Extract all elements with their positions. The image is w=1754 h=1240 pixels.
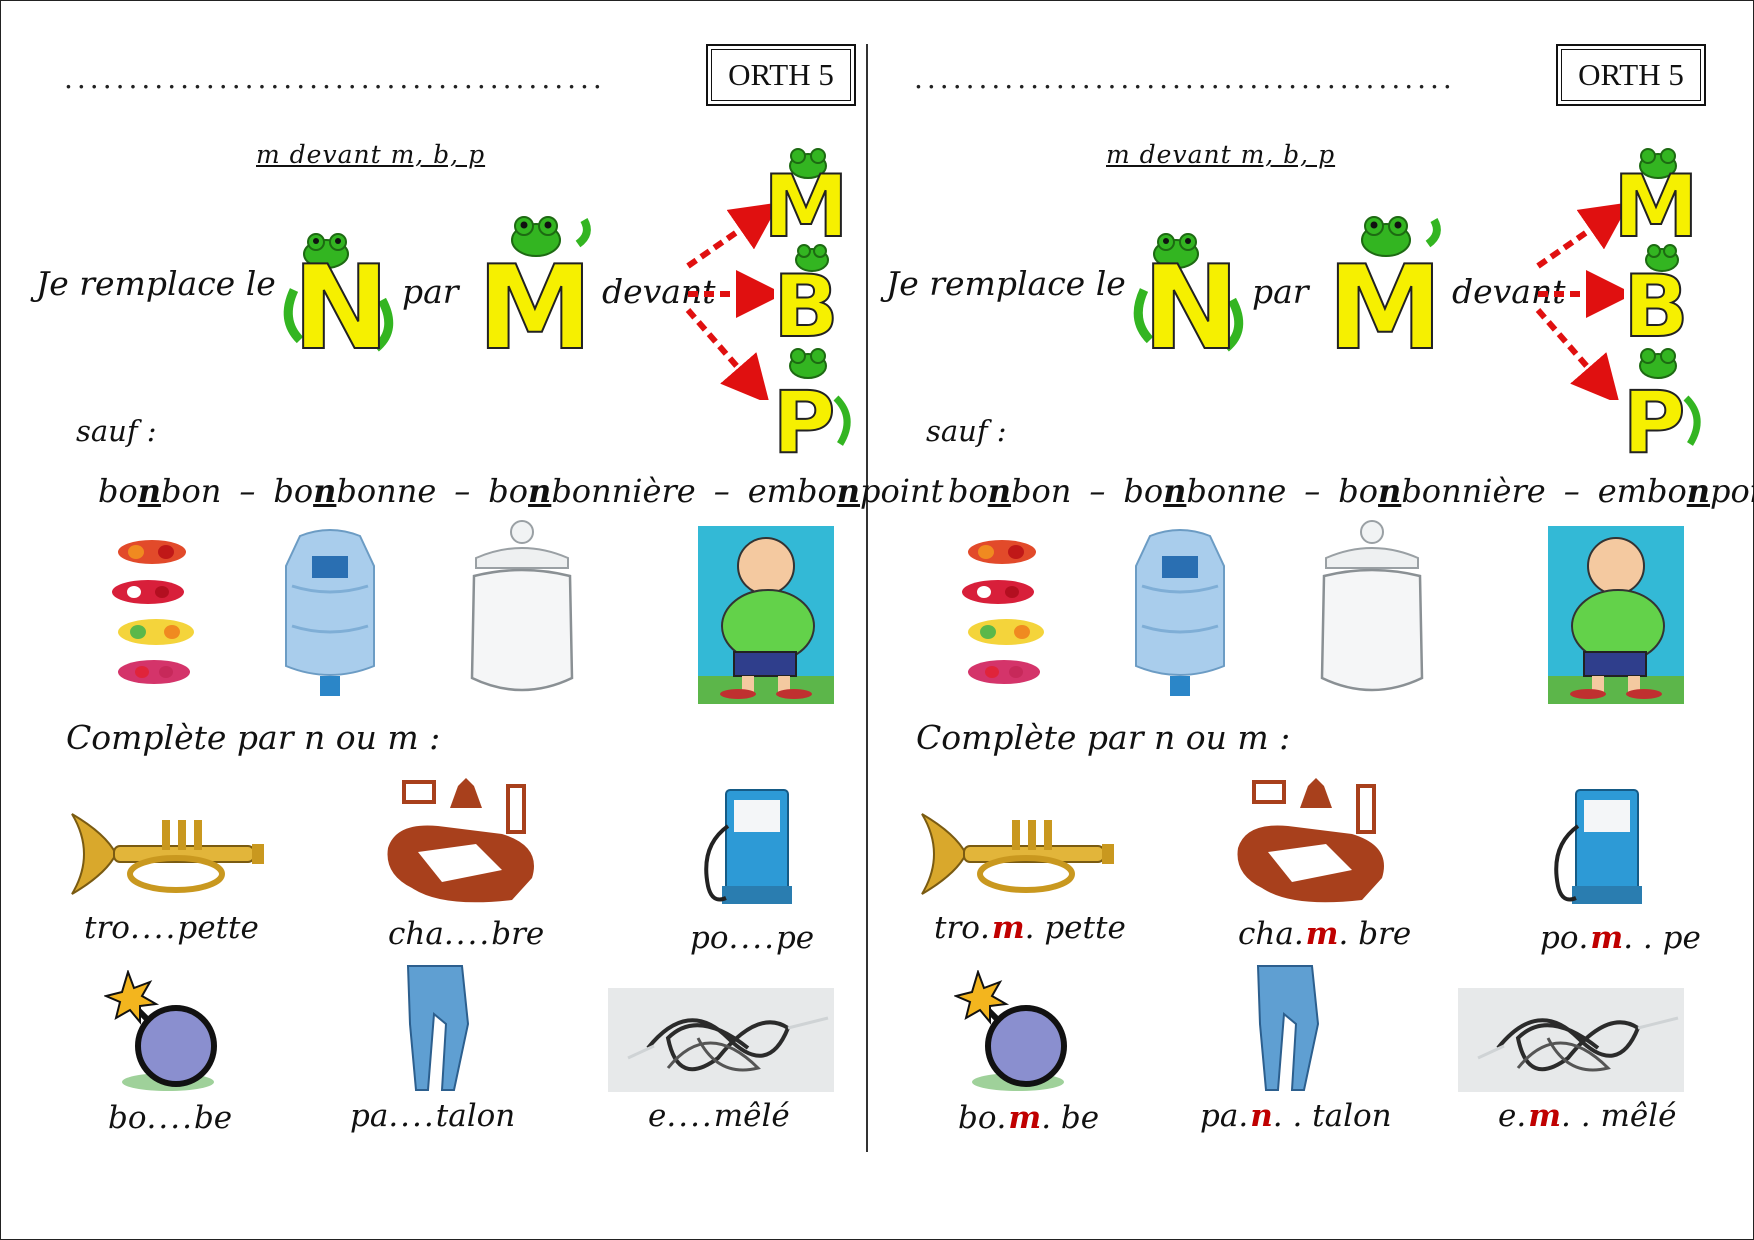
name-line: ........................................… bbox=[64, 62, 606, 95]
water-jug-picture bbox=[1135, 529, 1225, 696]
glass-jar-picture bbox=[1320, 520, 1424, 692]
frog-letter-target-m: M bbox=[762, 148, 852, 258]
word-5: pa....talon bbox=[350, 1098, 516, 1134]
sauf-label: sauf : bbox=[926, 414, 1007, 448]
frog-letter-target-p: P bbox=[1614, 348, 1704, 474]
rule-title: m devant m, b, p bbox=[256, 140, 486, 169]
separator: – bbox=[454, 472, 471, 510]
frog-letter-target-b: B bbox=[1614, 244, 1704, 358]
exception-word-4: embonpoint bbox=[1597, 472, 1754, 510]
frog-letter-n: N bbox=[1133, 230, 1246, 377]
worksheet-left: ........................................… bbox=[0, 0, 943, 1240]
svg-text:M: M bbox=[1327, 241, 1442, 376]
svg-text:P: P bbox=[1622, 373, 1685, 473]
word-3: po.m. . pe bbox=[1540, 920, 1701, 956]
svg-text:N: N bbox=[292, 241, 389, 376]
glass-jar-picture bbox=[470, 520, 574, 692]
svg-text:M: M bbox=[477, 241, 592, 376]
bomb-picture bbox=[104, 970, 217, 1091]
frog-letter-m: M bbox=[476, 214, 594, 377]
frog-letter-target-b: B bbox=[764, 244, 854, 358]
exception-word-2: bonbonne bbox=[1123, 472, 1287, 510]
word-4: bo.m. be bbox=[958, 1100, 1100, 1136]
frog-letter-target-p: P bbox=[764, 348, 854, 474]
word-2: cha....bre bbox=[388, 916, 545, 952]
frog-letter-m: M bbox=[1326, 214, 1444, 377]
separator: – bbox=[1089, 472, 1106, 510]
tangled-cables-picture bbox=[1458, 988, 1684, 1092]
orth-code: ORTH 5 bbox=[711, 49, 851, 101]
exception-word-3: bonbonnière bbox=[488, 472, 696, 510]
word-6: e.m. . mêlé bbox=[1498, 1098, 1677, 1134]
jeans-picture bbox=[1256, 965, 1320, 1091]
sentence-je-remplace: Je remplace le bbox=[886, 264, 1126, 303]
candy-picture bbox=[962, 540, 1044, 684]
gas-pump-picture bbox=[704, 789, 792, 904]
word-4: bo....be bbox=[108, 1100, 233, 1136]
chubby-man-picture bbox=[1548, 526, 1684, 704]
tangled-cables-picture bbox=[608, 988, 834, 1092]
chubby-man-picture bbox=[698, 526, 834, 704]
worksheet-right: ........................................… bbox=[850, 0, 1754, 1240]
center-divider bbox=[866, 44, 868, 1152]
svg-text:N: N bbox=[1142, 241, 1239, 376]
word-1: tro....pette bbox=[84, 910, 259, 946]
sentence-par: par bbox=[402, 272, 459, 311]
separator: – bbox=[1563, 472, 1580, 510]
orth-code-box: ORTH 5 bbox=[1556, 44, 1706, 106]
bomb-picture bbox=[954, 970, 1067, 1091]
exception-word-2: bonbonne bbox=[273, 472, 437, 510]
svg-text:P: P bbox=[772, 373, 835, 473]
trumpet-picture bbox=[71, 813, 264, 895]
svg-text:B: B bbox=[773, 257, 839, 357]
candy-picture bbox=[112, 540, 194, 684]
complete-instruction: Complète par n ou m : bbox=[66, 718, 441, 757]
frog-letter-n: N bbox=[283, 230, 396, 377]
separator: – bbox=[1304, 472, 1321, 510]
svg-text:B: B bbox=[1623, 257, 1689, 357]
sentence-je-remplace: Je remplace le bbox=[36, 264, 276, 303]
sentence-par: par bbox=[1252, 272, 1309, 311]
exception-word-1: bonbon bbox=[98, 472, 222, 510]
bedroom-picture bbox=[1237, 778, 1384, 903]
svg-text:M: M bbox=[763, 157, 849, 257]
frog-letter-target-m: M bbox=[1612, 148, 1702, 258]
red-arrows bbox=[1535, 202, 1624, 400]
exception-word-3: bonbonnière bbox=[1338, 472, 1546, 510]
bedroom-picture bbox=[387, 778, 534, 903]
separator: – bbox=[239, 472, 256, 510]
trumpet-picture bbox=[921, 813, 1114, 895]
rule-title: m devant m, b, p bbox=[1106, 140, 1336, 169]
word-6: e....mêlé bbox=[648, 1098, 790, 1134]
name-line: ........................................… bbox=[914, 62, 1456, 95]
sauf-label: sauf : bbox=[76, 414, 157, 448]
exceptions-row: bonbon–bonbonne–bonbonnière–embonpoint bbox=[948, 472, 1754, 510]
word-2: cha.m. bre bbox=[1238, 916, 1412, 952]
exception-word-1: bonbon bbox=[948, 472, 1072, 510]
svg-text:M: M bbox=[1613, 157, 1699, 257]
exceptions-row: bonbon–bonbonne–bonbonnière–embonpoint bbox=[98, 472, 943, 510]
water-jug-picture bbox=[285, 529, 375, 696]
separator: – bbox=[713, 472, 730, 510]
gas-pump-picture bbox=[1554, 789, 1642, 904]
red-arrows bbox=[685, 202, 774, 400]
jeans-picture bbox=[406, 965, 470, 1091]
exception-word-4: embonpoint bbox=[747, 472, 944, 510]
orth-code: ORTH 5 bbox=[1561, 49, 1701, 101]
word-5: pa.n. . talon bbox=[1200, 1098, 1392, 1134]
orth-code-box: ORTH 5 bbox=[706, 44, 856, 106]
complete-instruction: Complète par n ou m : bbox=[916, 718, 1291, 757]
word-1: tro.m. pette bbox=[934, 910, 1126, 946]
word-3: po....pe bbox=[690, 920, 815, 956]
